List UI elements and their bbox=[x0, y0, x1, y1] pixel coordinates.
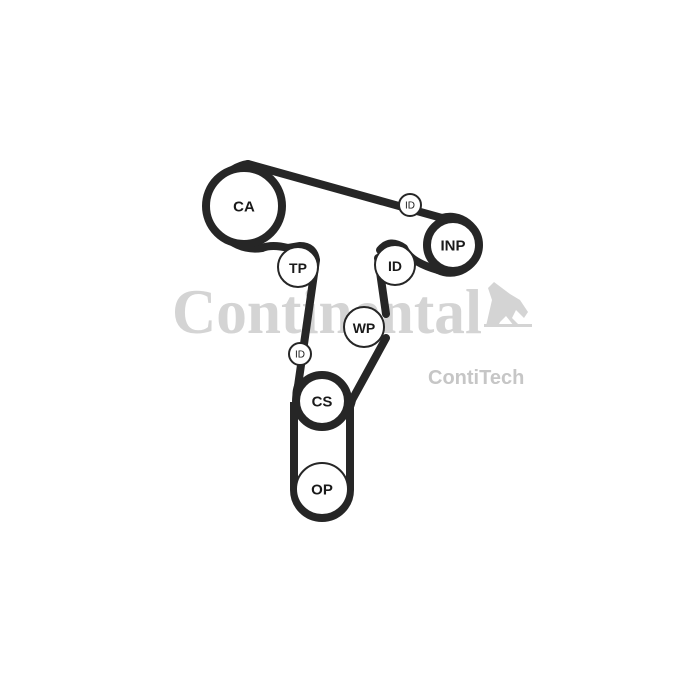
watermark-brand: Continental bbox=[172, 276, 482, 347]
label-tp: TP bbox=[289, 260, 307, 276]
label-id-top: ID bbox=[405, 201, 415, 212]
pulley-tp bbox=[277, 246, 319, 288]
pulley-op bbox=[295, 462, 349, 516]
pulley-ca bbox=[202, 164, 286, 248]
label-id-right: ID bbox=[388, 258, 402, 274]
pulley-wp bbox=[343, 306, 385, 348]
label-inp: INP bbox=[440, 238, 465, 255]
pulleys bbox=[202, 164, 483, 516]
pulley-id-right bbox=[374, 244, 416, 286]
label-ca: CA bbox=[233, 199, 255, 216]
continental-watermark: Continental ContiTech bbox=[172, 276, 532, 389]
pulley-id-top bbox=[398, 193, 422, 217]
label-wp: WP bbox=[353, 320, 376, 336]
pulley-cs bbox=[292, 371, 352, 431]
belt-span-wp-cs bbox=[348, 334, 390, 404]
secondary-belt bbox=[290, 402, 354, 522]
label-cs: CS bbox=[312, 394, 333, 411]
watermark-sub-brand: ContiTech bbox=[428, 367, 524, 389]
horse-logo-icon bbox=[484, 282, 532, 327]
pulley-id-left bbox=[288, 342, 312, 366]
label-op: OP bbox=[311, 482, 333, 499]
pulley-labels: CA ID INP TP ID WP ID CS OP bbox=[233, 199, 465, 499]
label-id-left: ID bbox=[295, 350, 305, 361]
pulley-inp bbox=[423, 215, 483, 275]
